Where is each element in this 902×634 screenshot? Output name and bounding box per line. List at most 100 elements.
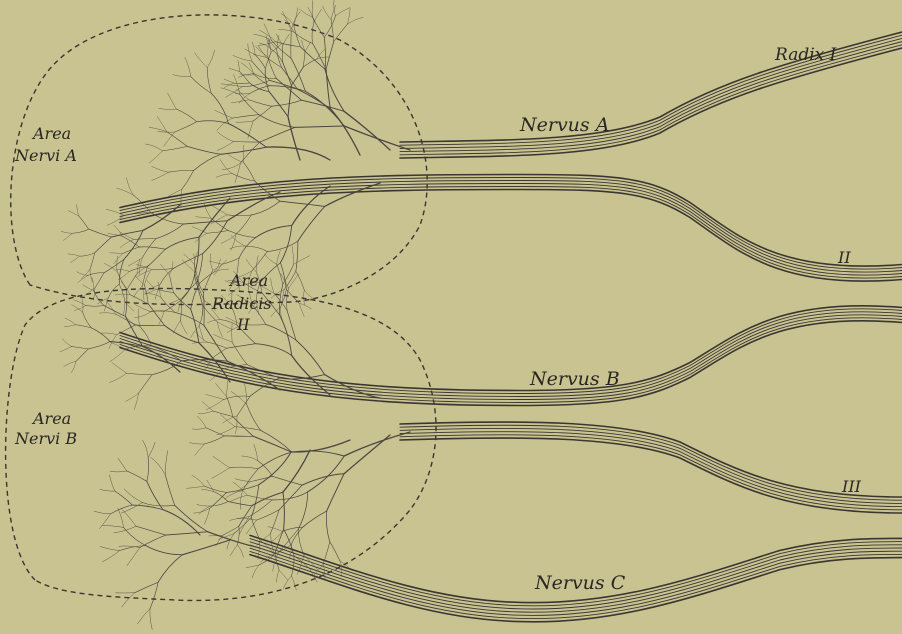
- nerve-branch: [223, 526, 239, 535]
- nerve-branch: [304, 290, 305, 305]
- nerve-branch: [90, 270, 93, 283]
- nerve-branch: [165, 237, 199, 249]
- nerve-branch: [231, 392, 247, 405]
- nerve-branch: [149, 127, 167, 131]
- nerve-branch: [134, 393, 138, 410]
- nerve-branch: [243, 162, 254, 181]
- nerve-branch: [90, 253, 95, 270]
- nerve-branch: [245, 383, 247, 404]
- nerve-branch: [119, 284, 125, 302]
- nerve-branch: [115, 491, 132, 505]
- nerve-branch: [214, 264, 222, 275]
- nerve-branch: [242, 456, 258, 461]
- nerve-branch: [135, 582, 158, 592]
- nerve-branch: [156, 224, 183, 239]
- nerve-branch: [72, 347, 89, 349]
- nerve-branch: [187, 146, 221, 154]
- nerve-branch: [236, 121, 253, 122]
- nerve-branch: [253, 106, 271, 121]
- nerve-branch: [258, 452, 292, 469]
- nerve-branch: [112, 363, 127, 373]
- nerve-branch: [277, 250, 281, 264]
- nerve-branch: [156, 289, 173, 292]
- nerve-branch: [193, 342, 208, 343]
- nerve-branch: [138, 309, 140, 326]
- nerve-branch: [247, 404, 261, 430]
- nerve-branch: [136, 526, 166, 535]
- nerve-branch: [302, 100, 345, 111]
- nerve-branch: [104, 298, 108, 311]
- nerve-branch: [260, 127, 295, 142]
- nerve-branch: [143, 440, 149, 458]
- nerve-branch: [256, 226, 292, 238]
- nerve-branch: [294, 8, 298, 25]
- nerve-branch: [252, 61, 270, 80]
- nerve-branch: [303, 511, 327, 527]
- nerve-branch: [249, 63, 254, 75]
- nerve-branch: [201, 489, 213, 492]
- nerve-branch: [103, 525, 124, 527]
- nerve-branch: [249, 100, 272, 107]
- nerve-branch: [254, 75, 270, 86]
- nerve-branch: [135, 305, 151, 312]
- nerve-branch: [110, 471, 127, 472]
- nerve-branch: [197, 505, 211, 507]
- nerve-branch: [255, 344, 291, 356]
- nerve-branch: [181, 276, 194, 300]
- nerve-branch: [229, 68, 240, 71]
- nerve-branch: [269, 40, 272, 52]
- nerve-branch: [280, 201, 325, 206]
- nerve-branch: [176, 109, 196, 122]
- nerve-branch: [291, 440, 350, 452]
- nerve-branch: [204, 486, 226, 493]
- nerve-branch: [126, 317, 143, 347]
- nerve-branch: [146, 546, 183, 555]
- label-area-nervi-b-line1: Area: [31, 409, 71, 428]
- nerve-branch: [101, 333, 117, 335]
- nerve-branch: [95, 273, 104, 288]
- nerve-branch: [296, 340, 325, 375]
- nerve-branch: [114, 254, 123, 264]
- nerve-branch: [139, 375, 152, 393]
- nerve-branch: [300, 9, 313, 17]
- nerve-branch: [259, 452, 291, 485]
- nerve-branch: [259, 43, 270, 49]
- nerve-branch: [279, 30, 295, 33]
- nerve-branch: [127, 373, 152, 375]
- nerve-branch: [129, 267, 147, 272]
- nerve-branch: [135, 276, 145, 285]
- nerve-branch: [252, 565, 259, 578]
- nerve-branch: [281, 263, 287, 290]
- nerve-branch: [68, 211, 79, 216]
- nerve-branch: [348, 17, 364, 24]
- nerve-branch: [192, 475, 204, 486]
- nerve-branch: [110, 373, 127, 382]
- label-area-nervi-b-line2: Nervi B: [14, 429, 77, 448]
- nerve-branch: [254, 444, 258, 460]
- nerve-branch: [117, 272, 127, 290]
- nerve-branch: [216, 383, 227, 396]
- nerve-branch: [83, 312, 92, 328]
- nerve-branch: [268, 57, 277, 79]
- nerve-branch: [283, 63, 292, 86]
- nerve-branch: [240, 95, 259, 115]
- nerve-branch: [83, 285, 94, 291]
- nerve-branch: [194, 508, 210, 513]
- nerve-branch: [110, 253, 123, 254]
- nerve-branch: [246, 259, 256, 272]
- nerve-branch: [267, 241, 298, 252]
- nerve-branch: [135, 325, 164, 326]
- nerve-branch: [72, 229, 88, 233]
- nerve-branch: [70, 256, 79, 263]
- nerve-branch: [185, 58, 191, 77]
- nerve-branch: [250, 86, 270, 94]
- nerve-branch: [187, 486, 205, 488]
- nerve-branch: [110, 475, 116, 491]
- nerve-branch: [175, 122, 197, 132]
- nerve-branch: [281, 226, 292, 263]
- nerve-branch: [173, 321, 180, 334]
- nerve-branch: [303, 59, 317, 67]
- nerve-branch: [252, 42, 255, 55]
- nerve-branch: [236, 416, 238, 434]
